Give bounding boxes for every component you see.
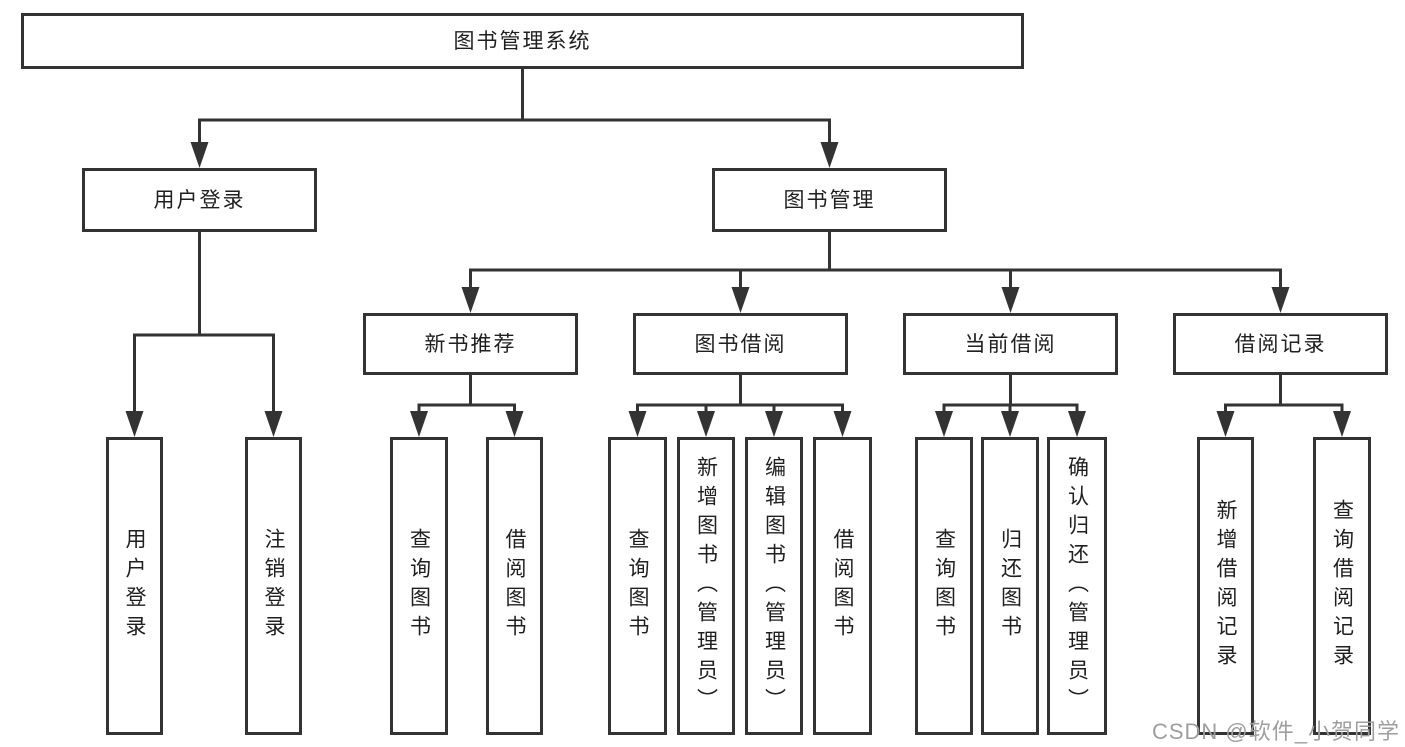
- node-bb-query: 查询图书: [608, 437, 667, 735]
- node-br-add: 新增借阅记录: [1197, 437, 1254, 735]
- node-label: 查询图书: [932, 528, 956, 644]
- node-nb-borrow: 借阅图书: [486, 437, 543, 735]
- arrowhead-icon: [1216, 411, 1235, 437]
- node-label: 图书借阅: [694, 332, 787, 356]
- node-label: 归还图书: [998, 528, 1022, 644]
- node-label: 查询图书: [626, 528, 649, 644]
- node-label: 新增借阅记录: [1214, 499, 1237, 673]
- node-user-login: 用户登录: [82, 168, 317, 232]
- arrowhead-icon: [505, 411, 524, 437]
- node-cb-return: 归还图书: [981, 437, 1039, 735]
- arrowhead-icon: [1271, 287, 1290, 313]
- node-label: 新增图书（管理员）: [694, 455, 718, 717]
- arrowhead-icon: [935, 411, 953, 437]
- arrowhead-icon: [820, 142, 839, 168]
- node-label: 当前借阅: [964, 332, 1057, 356]
- node-label: 借阅记录: [1234, 332, 1327, 356]
- arrowhead-icon: [833, 411, 852, 437]
- node-bb-edit: 编辑图书（管理员）: [745, 437, 803, 735]
- arrowhead-icon: [697, 411, 715, 437]
- arrowhead-icon: [1001, 411, 1019, 437]
- arrowhead-icon: [731, 287, 750, 313]
- node-label: 查询借阅记录: [1330, 499, 1354, 673]
- node-borrow-records: 借阅记录: [1173, 313, 1388, 375]
- arrowhead-icon: [410, 411, 428, 437]
- watermark: CSDN @软件_小贺同学: [1151, 719, 1400, 744]
- node-label: 用户登录: [123, 528, 146, 644]
- arrowhead-icon: [190, 142, 209, 168]
- arrowhead-icon: [1333, 411, 1351, 437]
- arrowhead-icon: [1001, 287, 1020, 313]
- node-label: 图书管理: [783, 188, 876, 212]
- arrowhead-icon: [461, 287, 480, 313]
- node-root: 图书管理系统: [21, 13, 1024, 69]
- node-label: 图书管理系统: [453, 29, 592, 53]
- node-bb-add: 新增图书（管理员）: [677, 437, 735, 735]
- node-ul-login: 用户登录: [106, 437, 163, 735]
- node-label: 用户登录: [153, 188, 246, 212]
- arrowhead-icon: [765, 411, 783, 437]
- arrowhead-icon: [264, 411, 283, 437]
- arrowhead-icon: [628, 411, 647, 437]
- node-br-query: 查询借阅记录: [1313, 437, 1371, 735]
- node-book-borrow: 图书借阅: [633, 313, 848, 375]
- node-bb-borrow: 借阅图书: [813, 437, 872, 735]
- node-label: 借阅图书: [831, 528, 854, 644]
- node-cb-confirm: 确认归还（管理员）: [1047, 437, 1107, 735]
- node-label: 新书推荐: [424, 332, 517, 356]
- arrowhead-icon: [125, 411, 144, 437]
- node-new-book-rec: 新书推荐: [363, 313, 578, 375]
- node-ul-logout: 注销登录: [245, 437, 302, 735]
- node-label: 确认归还（管理员）: [1065, 455, 1089, 717]
- node-nb-query: 查询图书: [390, 437, 448, 735]
- arrowhead-icon: [1068, 411, 1086, 437]
- node-label: 查询图书: [407, 528, 431, 644]
- node-current-borrow: 当前借阅: [903, 313, 1118, 375]
- node-book-mgmt: 图书管理: [712, 168, 947, 232]
- node-label: 编辑图书（管理员）: [762, 455, 786, 717]
- node-cb-query: 查询图书: [915, 437, 973, 735]
- node-label: 借阅图书: [503, 528, 526, 644]
- node-label: 注销登录: [262, 528, 285, 644]
